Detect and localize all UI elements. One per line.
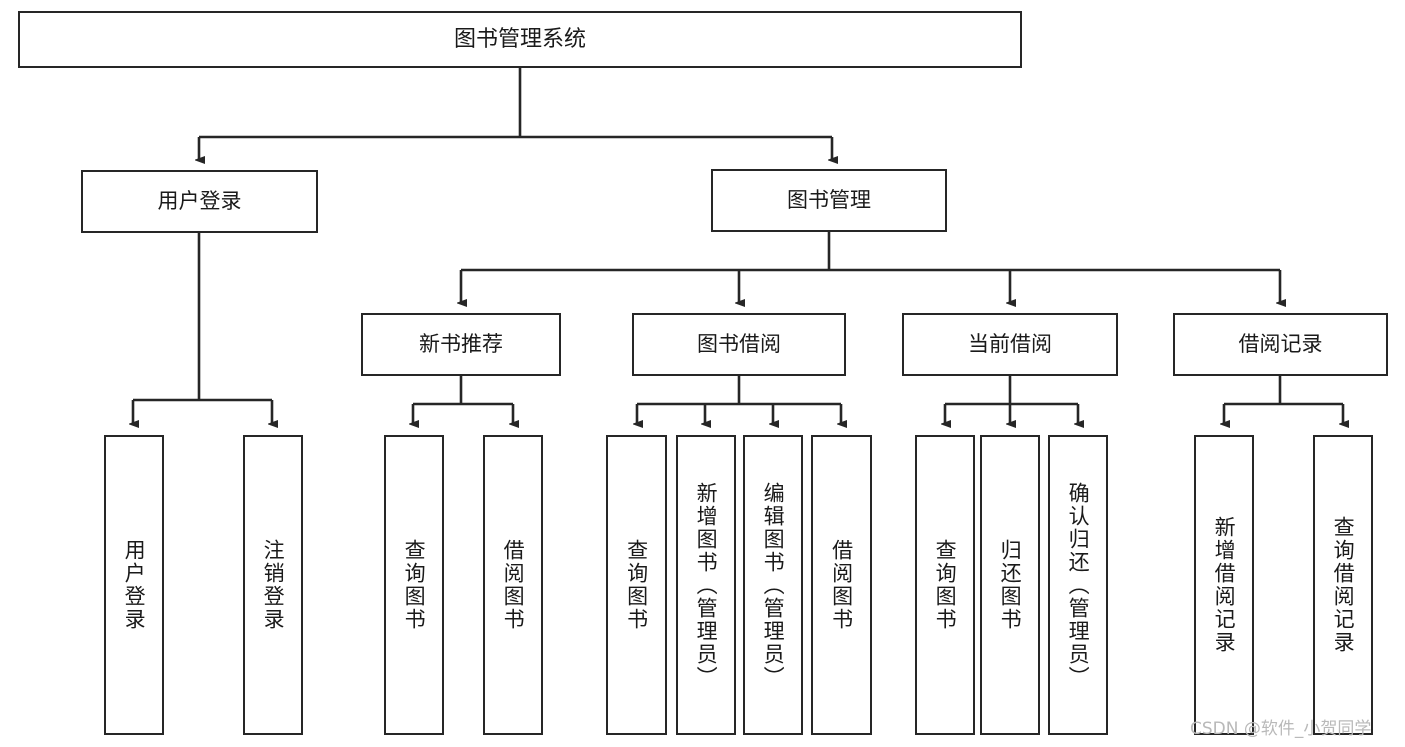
node-book-borrow[interactable]: 图书借阅 [632, 313, 846, 376]
leaf-current-query-book-label: 查询图书 [933, 539, 958, 631]
leaf-borrow-add-book-admin[interactable]: 新增图书（管理员） [676, 435, 736, 735]
leaf-user-login[interactable]: 用户登录 [104, 435, 164, 735]
leaf-records-query-record[interactable]: 查询借阅记录 [1313, 435, 1373, 735]
node-root[interactable]: 图书管理系统 [18, 11, 1022, 68]
leaf-user-login-label: 用户登录 [122, 539, 147, 631]
leaf-user-logout-label: 注销登录 [261, 539, 286, 631]
leaf-current-query-book[interactable]: 查询图书 [915, 435, 975, 735]
node-borrow-records-label: 借阅记录 [1238, 332, 1323, 357]
watermark: CSDN @软件_小贺同学 [1190, 719, 1372, 739]
node-user-login[interactable]: 用户登录 [81, 170, 318, 233]
leaf-recommend-borrow-book-label: 借阅图书 [501, 539, 526, 631]
node-book-management-label: 图书管理 [787, 188, 871, 213]
node-current-borrow-label: 当前借阅 [968, 332, 1052, 357]
leaf-records-add-record[interactable]: 新增借阅记录 [1194, 435, 1254, 735]
leaf-current-confirm-return-admin-label: 确认归还（管理员） [1066, 481, 1091, 689]
node-user-login-label: 用户登录 [157, 189, 242, 214]
leaf-current-confirm-return-admin[interactable]: 确认归还（管理员） [1048, 435, 1108, 735]
node-root-label: 图书管理系统 [453, 26, 586, 52]
leaf-records-query-record-label: 查询借阅记录 [1331, 516, 1356, 654]
leaf-borrow-borrow-book[interactable]: 借阅图书 [811, 435, 872, 735]
leaf-recommend-borrow-book[interactable]: 借阅图书 [483, 435, 543, 735]
node-new-book-recommend-label: 新书推荐 [419, 332, 503, 357]
leaf-borrow-add-book-admin-label: 新增图书（管理员） [694, 481, 719, 689]
leaf-borrow-edit-book-admin-label: 编辑图书（管理员） [761, 481, 786, 689]
node-current-borrow[interactable]: 当前借阅 [902, 313, 1118, 376]
leaf-current-return-book[interactable]: 归还图书 [980, 435, 1040, 735]
leaf-recommend-query-book[interactable]: 查询图书 [384, 435, 444, 735]
leaf-recommend-query-book-label: 查询图书 [402, 539, 427, 631]
leaf-borrow-query-book[interactable]: 查询图书 [606, 435, 667, 735]
node-book-borrow-label: 图书借阅 [697, 332, 781, 357]
leaf-borrow-query-book-label: 查询图书 [624, 539, 649, 631]
node-book-management[interactable]: 图书管理 [711, 169, 947, 232]
leaf-user-logout[interactable]: 注销登录 [243, 435, 303, 735]
leaf-borrow-borrow-book-label: 借阅图书 [829, 539, 854, 631]
node-new-book-recommend[interactable]: 新书推荐 [361, 313, 561, 376]
leaf-records-add-record-label: 新增借阅记录 [1212, 516, 1237, 654]
leaf-borrow-edit-book-admin[interactable]: 编辑图书（管理员） [743, 435, 803, 735]
node-borrow-records[interactable]: 借阅记录 [1173, 313, 1388, 376]
leaf-current-return-book-label: 归还图书 [998, 539, 1023, 631]
